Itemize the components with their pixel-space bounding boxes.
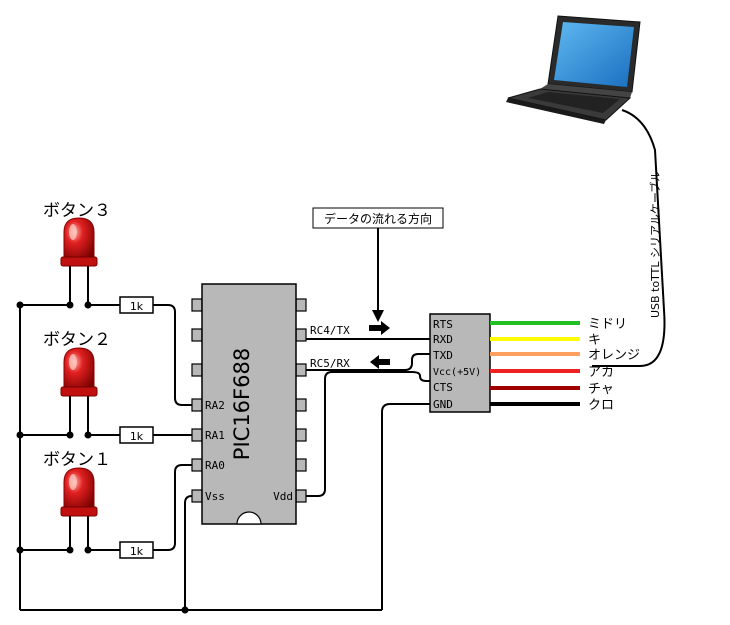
arrow-right-icon <box>369 321 390 335</box>
resistor-2-label: 1k <box>130 430 144 443</box>
pin-ra0: RA0 <box>205 459 225 472</box>
button-1-label: ボタン１ <box>43 450 111 470</box>
button-2-label: ボタン２ <box>43 330 111 350</box>
conn-pin-rts: RTS <box>433 318 453 331</box>
conn-pin-cts: CTS <box>433 381 453 394</box>
button-3: ボタン３ <box>43 201 111 267</box>
resistor-1-label: 1k <box>130 300 144 313</box>
pic-chip: PIC16F688 RA2 RA1 RA0 Vss Vdd <box>191 283 307 525</box>
chip-name: PIC16F688 <box>230 348 254 460</box>
flow-pointer-icon <box>372 310 384 322</box>
resistor-2: 1k <box>119 426 154 444</box>
flow-direction-label: データの流れる方向 <box>312 207 444 229</box>
conn-pin-rxd: RXD <box>433 333 453 346</box>
connector-body <box>429 313 491 413</box>
usb-ttl-connector: RTS RXD TXD Vcc(+5V) CTS GND <box>429 313 491 413</box>
conn-pin-txd: TXD <box>433 349 453 362</box>
cable-label: USB toTTL シリアルケーブル <box>648 171 662 318</box>
resistor-1: 1k <box>119 296 154 314</box>
conn-pin-vcc: Vcc(+5V) <box>433 367 481 378</box>
pin-rc5-rx: RC5/RX <box>310 357 350 370</box>
button-3-label: ボタン３ <box>43 201 111 221</box>
laptop-icon <box>506 15 641 124</box>
button-2: ボタン２ <box>43 330 111 397</box>
wire-2-label: キ <box>588 333 601 348</box>
wire-4-label: アカ <box>588 365 614 380</box>
chip-body <box>201 283 297 525</box>
pin-ra2: RA2 <box>205 399 225 412</box>
wire-1-label: ミドリ <box>588 317 627 332</box>
button-1: ボタン１ <box>43 450 111 517</box>
button-1-icon <box>60 467 98 517</box>
wire-3-label: オレンジ <box>588 348 640 363</box>
resistor-3: 1k <box>119 541 154 559</box>
chip-pins <box>191 298 307 503</box>
wire-5-label: チャ <box>588 382 614 397</box>
pin-rc4-tx: RC4/TX <box>310 324 350 337</box>
button-3-icon <box>60 217 98 267</box>
conn-pin-gnd: GND <box>433 398 453 411</box>
wire-6-label: クロ <box>588 398 614 413</box>
flow-label-text: データの流れる方向 <box>324 211 432 226</box>
wiring <box>19 109 666 611</box>
chip-notch <box>236 511 262 525</box>
pin-ra1: RA1 <box>205 429 225 442</box>
pin-vdd: Vdd <box>273 490 293 503</box>
junctions <box>16 301 189 614</box>
pin-vss: Vss <box>205 490 225 503</box>
button-2-icon <box>60 347 98 397</box>
arrow-left-icon <box>370 355 390 369</box>
resistor-3-label: 1k <box>130 545 144 558</box>
